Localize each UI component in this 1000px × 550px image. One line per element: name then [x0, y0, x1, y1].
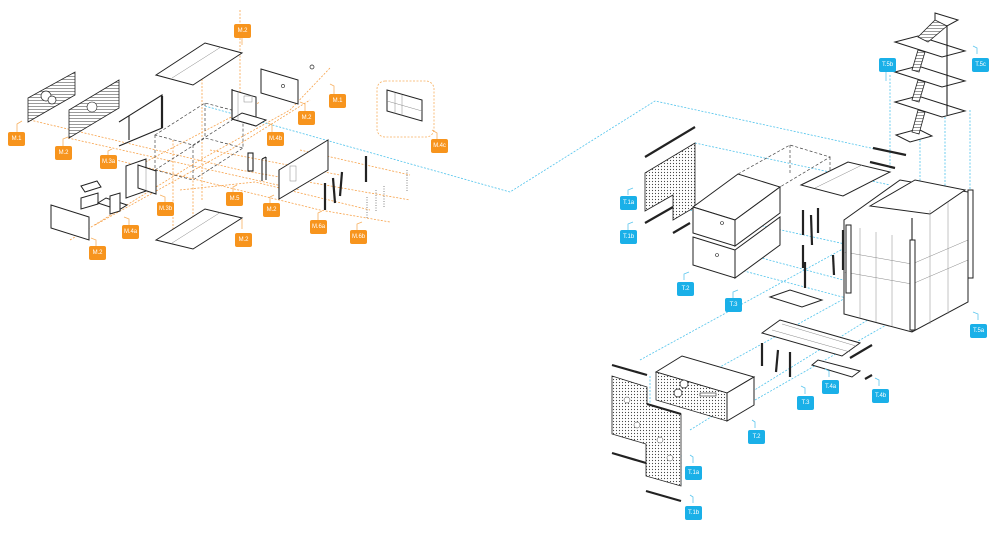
t4a-step — [810, 359, 862, 378]
m-series-assembly — [27, 10, 881, 250]
label-m1-right: M.1 — [329, 94, 346, 108]
label-t4a: T.4a — [822, 380, 839, 394]
label-m4a: M.4a — [122, 225, 139, 239]
m3-m4a-kitchen — [80, 158, 157, 215]
label-m3a: M.3a — [100, 155, 117, 169]
m6a-posts — [323, 156, 368, 210]
link-line — [204, 100, 881, 193]
label-t3-top: T.3 — [725, 298, 742, 312]
t1-upper-screen — [644, 126, 696, 234]
t1-lower-screen — [611, 363, 682, 503]
label-leaders — [16, 24, 979, 503]
t-posts-mid — [801, 208, 845, 288]
m2-left-wall — [50, 204, 90, 241]
t3-upper-slab — [799, 161, 892, 197]
label-t4b: T.4b — [872, 389, 889, 403]
t2-stacked-modules — [691, 144, 831, 279]
m-dashed-volume — [154, 102, 244, 181]
label-m6b: M.6b — [350, 230, 367, 244]
label-m4b: M.4b — [267, 132, 284, 146]
label-t1a-top: T.1a — [620, 196, 637, 210]
label-m3b: M.3b — [157, 202, 174, 216]
t5a-main-frame — [843, 179, 974, 333]
t-series-assembly — [611, 12, 974, 503]
t2-lower-module — [654, 355, 756, 422]
label-m2-floor: M.2 — [235, 233, 252, 247]
label-m2-bottom: M.2 — [89, 246, 106, 260]
label-t3-bottom: T.3 — [797, 396, 814, 410]
m2-floor-slab — [154, 208, 244, 250]
m2-door-panel — [260, 68, 299, 105]
label-m5: M.5 — [226, 192, 243, 206]
m2-wall-frame — [118, 94, 163, 147]
label-m1-left: M.1 — [8, 132, 25, 146]
label-t5c: T.5c — [972, 58, 989, 72]
m4c-component — [386, 89, 423, 122]
t-posts-lower — [760, 343, 792, 377]
label-m6a: M.6a — [310, 220, 327, 234]
label-t1a-bottom: T.1a — [685, 466, 702, 480]
label-m2-top: M.2 — [234, 24, 251, 38]
label-t1b-bottom: T.1b — [685, 506, 702, 520]
label-t1b-top: T.1b — [620, 230, 637, 244]
t3-lower-slab — [760, 319, 862, 357]
m5-door-frame — [261, 156, 267, 181]
label-m2-left: M.2 — [55, 146, 72, 160]
t5-stair-tower — [893, 12, 967, 143]
label-t2-top: T.2 — [677, 282, 694, 296]
m4b-furniture — [230, 89, 268, 127]
m6b-ties — [366, 170, 408, 219]
label-m2-mid: M.2 — [263, 203, 280, 217]
label-t5a: T.5a — [970, 324, 987, 338]
m2-roof-slab — [154, 42, 244, 86]
m2-right-wall — [278, 139, 329, 200]
label-t2-bottom: T.2 — [748, 430, 765, 444]
label-t5b: T.5b — [879, 58, 896, 72]
m-projection-lines — [29, 10, 411, 241]
t3-small-slab — [768, 289, 824, 308]
label-m4c: M.4c — [431, 139, 448, 153]
m5-window-frame — [247, 152, 254, 172]
label-m2-panel: M.2 — [298, 111, 315, 125]
m4c-highlight-box — [376, 80, 435, 138]
